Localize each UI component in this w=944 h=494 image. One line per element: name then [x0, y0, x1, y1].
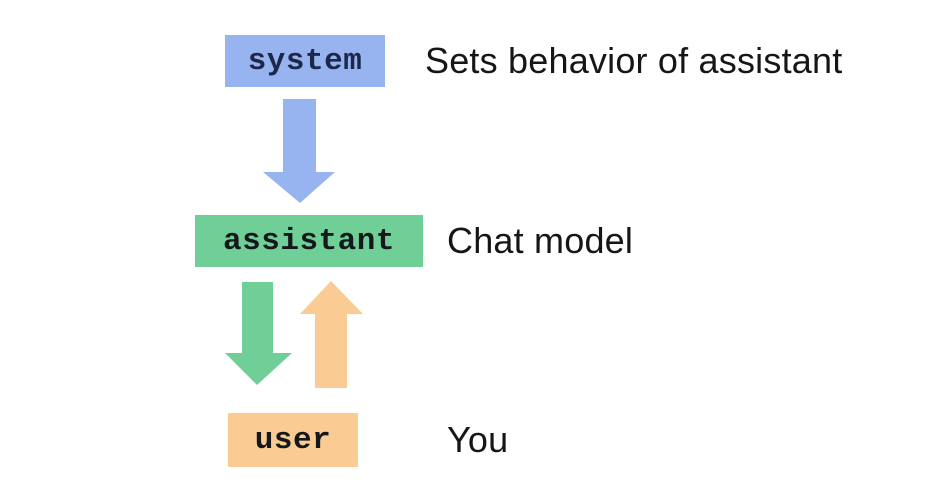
assistant-to-user-down-arrow-icon	[225, 282, 292, 385]
assistant-node-box: assistant	[195, 215, 423, 267]
system-node-box: system	[225, 35, 385, 87]
assistant-node-description: Chat model	[447, 220, 634, 261]
user-node-box: user	[228, 413, 358, 467]
down-arrow-shape	[263, 99, 335, 203]
user-to-assistant-up-arrow-icon	[300, 281, 363, 388]
system-node-description: Sets behavior of assistant	[425, 40, 843, 81]
system-to-assistant-down-arrow-icon	[263, 99, 335, 203]
user-node-description: You	[447, 419, 509, 460]
up-arrow-shape	[300, 281, 363, 388]
down-arrow-shape	[225, 282, 292, 385]
